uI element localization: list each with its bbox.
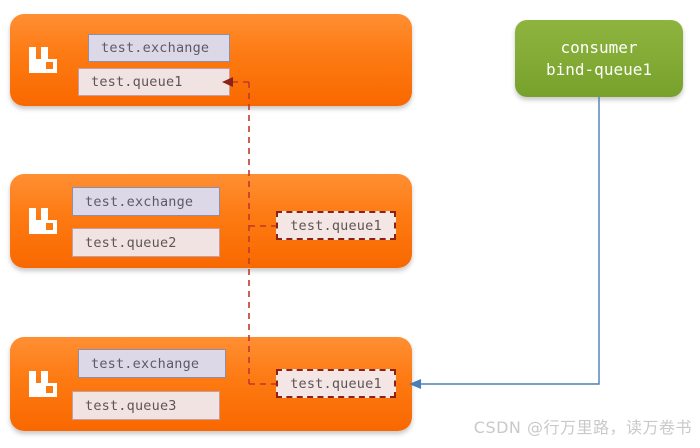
- queue-label-2: test.queue2: [85, 234, 177, 251]
- rabbitmq-logo-icon: [29, 47, 57, 73]
- watermark-text: CSDN @行万里路，读万卷书: [473, 418, 692, 437]
- queue-label-1: test.queue1: [91, 74, 183, 90]
- rabbitmq-logo-icon: [29, 208, 57, 234]
- queue-chip-1[interactable]: test.queue1: [78, 68, 230, 96]
- ghost-queue-label-3: test.queue1: [290, 375, 382, 392]
- ghost-queue-chip-2[interactable]: test.queue1: [276, 211, 396, 240]
- queue-chip-3[interactable]: test.queue3: [72, 391, 220, 420]
- exchange-label-3: test.exchange: [91, 355, 200, 372]
- exchange-chip-3[interactable]: test.exchange: [78, 349, 226, 378]
- ghost-queue-chip-3[interactable]: test.queue1: [276, 369, 396, 398]
- exchange-chip-2[interactable]: test.exchange: [72, 187, 220, 216]
- broker-node-1[interactable]: test.exchange test.queue1: [10, 14, 412, 106]
- consumer-node[interactable]: consumer bind-queue1: [515, 20, 683, 97]
- broker-node-2[interactable]: test.exchange test.queue2 test.queue1: [10, 174, 412, 268]
- queue-chip-2[interactable]: test.queue2: [72, 228, 220, 257]
- ghost-queue-label-2: test.queue1: [290, 217, 382, 234]
- consumer-line-1: consumer: [560, 37, 638, 57]
- broker-node-3[interactable]: test.exchange test.queue3 test.queue1: [10, 337, 412, 431]
- queue-label-3: test.queue3: [85, 397, 177, 414]
- exchange-label-1: test.exchange: [101, 40, 210, 56]
- rabbitmq-logo-icon: [29, 371, 57, 397]
- consumer-connector-line: [420, 97, 600, 385]
- consumer-line-2: bind-queue1: [546, 59, 652, 79]
- exchange-chip-1[interactable]: test.exchange: [88, 34, 230, 62]
- exchange-label-2: test.exchange: [85, 193, 194, 210]
